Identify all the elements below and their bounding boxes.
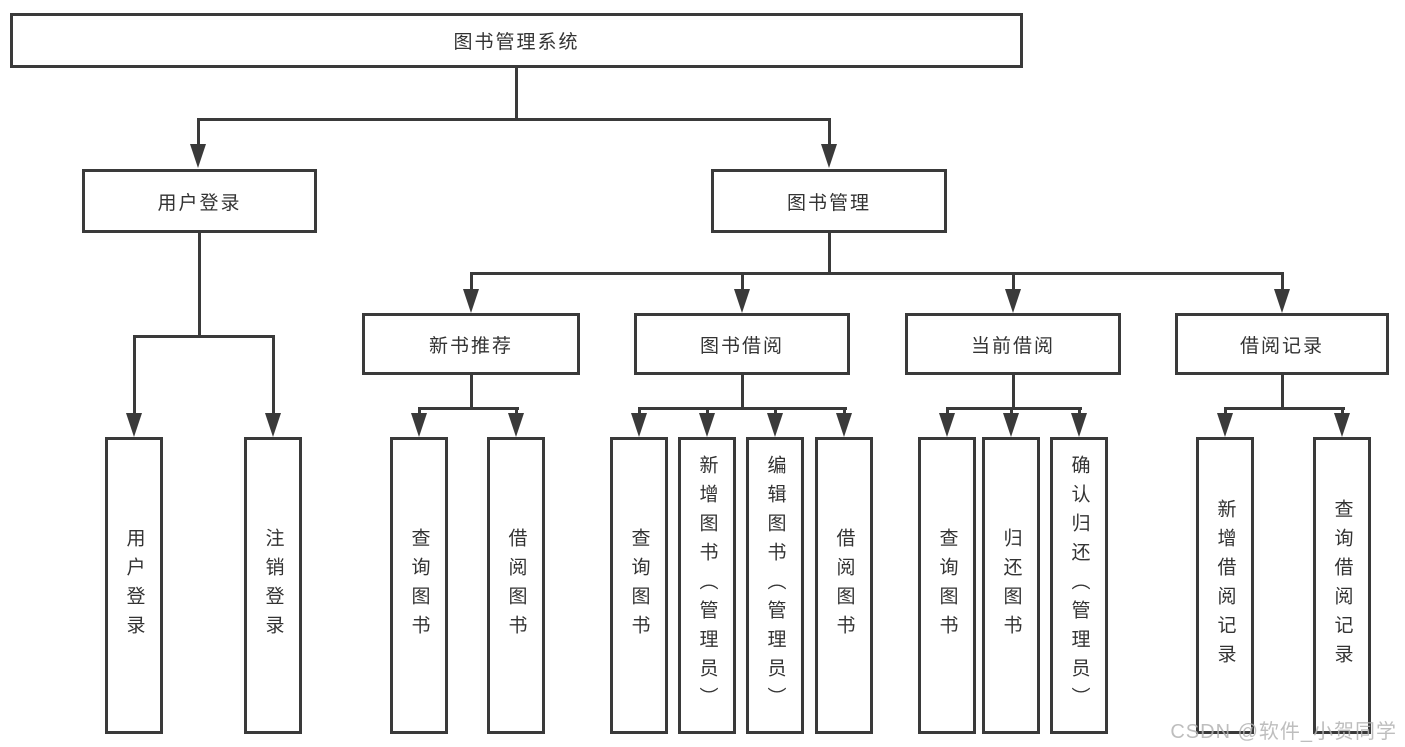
connector-arrowhead <box>767 413 783 437</box>
node-borrow-record: 借阅记录 <box>1175 313 1389 375</box>
connector-line <box>470 375 473 409</box>
leaf-record-query: 查询借阅记录 <box>1313 437 1371 734</box>
node-root: 图书管理系统 <box>10 13 1023 68</box>
connector-line <box>638 407 847 410</box>
leaf-record-add: 新增借阅记录 <box>1196 437 1254 734</box>
connector-arrowhead <box>631 413 647 437</box>
connector-arrowhead <box>1217 413 1233 437</box>
connector-line <box>1012 272 1015 296</box>
connector-arrowhead <box>1274 289 1290 313</box>
leaf-rec-borrow-book: 借阅图书 <box>487 437 545 734</box>
leaf-rec-query-book: 查询图书 <box>390 437 448 734</box>
leaf-borrow-borrow-book: 借阅图书 <box>815 437 873 734</box>
leaf-borrow-query-book: 查询图书 <box>610 437 668 734</box>
connector-arrowhead <box>836 413 852 437</box>
connector-line <box>198 233 201 335</box>
connector-arrowhead <box>1003 413 1019 437</box>
connector-line <box>946 407 1082 410</box>
connector-arrowhead <box>411 413 427 437</box>
connector-line <box>515 67 518 121</box>
node-book-borrow: 图书借阅 <box>634 313 850 375</box>
connector-line <box>741 272 744 296</box>
connector-arrowhead <box>126 413 142 437</box>
connector-arrowhead <box>939 413 955 437</box>
connector-line <box>272 335 275 417</box>
connector-line <box>1281 375 1284 409</box>
connector-line <box>828 233 831 274</box>
connector-line <box>418 407 519 410</box>
node-book-management: 图书管理 <box>711 169 947 233</box>
leaf-logout: 注销登录 <box>244 437 302 734</box>
connector-arrowhead <box>190 144 206 168</box>
connector-line <box>133 335 136 417</box>
connector-arrowhead <box>734 289 750 313</box>
connector-arrowhead <box>1071 413 1087 437</box>
connector-line <box>470 272 473 296</box>
leaf-user-login: 用户登录 <box>105 437 163 734</box>
connector-arrowhead <box>463 289 479 313</box>
connector-line <box>1281 272 1284 296</box>
connector-line <box>828 118 831 148</box>
connector-line <box>1224 407 1345 410</box>
leaf-borrow-edit-book-admin: 编辑图书（管理员） <box>746 437 804 734</box>
leaf-current-return-book: 归还图书 <box>982 437 1040 734</box>
leaf-borrow-add-book-admin: 新增图书（管理员） <box>678 437 736 734</box>
csdn-watermark: CSDN @软件_小贺同学 <box>1170 721 1397 743</box>
node-new-book-recommend: 新书推荐 <box>362 313 580 375</box>
connector-line <box>197 118 831 121</box>
connector-line <box>197 118 200 148</box>
connector-arrowhead <box>699 413 715 437</box>
connector-line <box>1012 375 1015 409</box>
connector-arrowhead <box>821 144 837 168</box>
leaf-current-confirm-return-admin: 确认归还（管理员） <box>1050 437 1108 734</box>
connector-arrowhead <box>265 413 281 437</box>
connector-arrowhead <box>1334 413 1350 437</box>
connector-line <box>133 335 275 338</box>
leaf-current-query-book: 查询图书 <box>918 437 976 734</box>
node-user-login: 用户登录 <box>82 169 317 233</box>
connector-arrowhead <box>1005 289 1021 313</box>
node-current-borrow: 当前借阅 <box>905 313 1121 375</box>
connector-arrowhead <box>508 413 524 437</box>
connector-line <box>741 375 744 409</box>
connector-line <box>470 272 1284 275</box>
